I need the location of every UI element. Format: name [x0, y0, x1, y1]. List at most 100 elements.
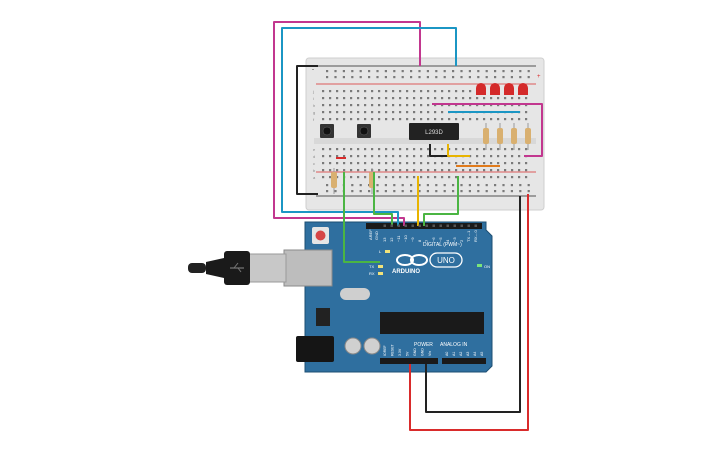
breadboard-hole[interactable] — [452, 190, 455, 193]
breadboard-hole[interactable] — [364, 111, 367, 114]
breadboard-hole[interactable] — [336, 104, 339, 107]
breadboard-hole[interactable] — [357, 162, 360, 165]
breadboard-hole[interactable] — [468, 70, 471, 73]
breadboard-hole[interactable] — [364, 148, 367, 151]
header-pin[interactable] — [446, 224, 450, 228]
led-1[interactable] — [476, 83, 486, 95]
breadboard-hole[interactable] — [357, 97, 360, 100]
breadboard-hole[interactable] — [406, 90, 409, 93]
breadboard-hole[interactable] — [518, 176, 521, 179]
breadboard-hole[interactable] — [399, 118, 402, 121]
breadboard-hole[interactable] — [527, 184, 530, 187]
breadboard-hole[interactable] — [504, 148, 507, 151]
breadboard-hole[interactable] — [413, 176, 416, 179]
breadboard-hole[interactable] — [343, 162, 346, 165]
breadboard-hole[interactable] — [371, 90, 374, 93]
breadboard-hole[interactable] — [525, 169, 528, 172]
header-pin[interactable] — [439, 224, 443, 228]
resistor-button-1[interactable] — [331, 168, 337, 194]
breadboard-hole[interactable] — [385, 97, 388, 100]
breadboard-hole[interactable] — [329, 148, 332, 151]
breadboard-hole[interactable] — [518, 155, 521, 158]
breadboard-hole[interactable] — [326, 76, 329, 79]
breadboard-hole[interactable] — [376, 76, 379, 79]
breadboard-hole[interactable] — [434, 148, 437, 151]
breadboard-hole[interactable] — [418, 184, 421, 187]
breadboard-hole[interactable] — [469, 90, 472, 93]
breadboard-hole[interactable] — [364, 104, 367, 107]
resistor-led-4[interactable] — [525, 123, 531, 150]
breadboard-hole[interactable] — [460, 70, 463, 73]
breadboard-hole[interactable] — [426, 70, 429, 73]
breadboard-hole[interactable] — [385, 118, 388, 121]
breadboard-hole[interactable] — [469, 155, 472, 158]
breadboard-hole[interactable] — [359, 76, 362, 79]
breadboard-hole[interactable] — [483, 148, 486, 151]
breadboard-hole[interactable] — [452, 76, 455, 79]
breadboard-hole[interactable] — [441, 97, 444, 100]
wire-magenta-outer[interactable] — [273, 21, 421, 226]
breadboard-hole[interactable] — [329, 90, 332, 93]
header-pin[interactable] — [383, 224, 387, 228]
breadboard-hole[interactable] — [460, 76, 463, 79]
breadboard-hole[interactable] — [497, 155, 500, 158]
breadboard-hole[interactable] — [342, 70, 345, 73]
breadboard-hole[interactable] — [406, 155, 409, 158]
breadboard-hole[interactable] — [401, 70, 404, 73]
led-4[interactable] — [518, 83, 528, 95]
breadboard-hole[interactable] — [393, 76, 396, 79]
breadboard-hole[interactable] — [434, 162, 437, 165]
breadboard-hole[interactable] — [410, 70, 413, 73]
breadboard-hole[interactable] — [343, 118, 346, 121]
breadboard-hole[interactable] — [378, 155, 381, 158]
breadboard-hole[interactable] — [490, 155, 493, 158]
header-pin[interactable] — [425, 224, 429, 228]
breadboard-hole[interactable] — [441, 176, 444, 179]
breadboard-hole[interactable] — [427, 169, 430, 172]
breadboard-hole[interactable] — [322, 169, 325, 172]
breadboard-hole[interactable] — [483, 169, 486, 172]
breadboard-hole[interactable] — [420, 169, 423, 172]
led-3[interactable] — [504, 83, 514, 95]
breadboard-hole[interactable] — [368, 70, 371, 73]
breadboard-hole[interactable] — [392, 104, 395, 107]
breadboard-hole[interactable] — [322, 111, 325, 114]
breadboard-hole[interactable] — [434, 169, 437, 172]
breadboard-hole[interactable] — [420, 162, 423, 165]
breadboard-hole[interactable] — [476, 148, 479, 151]
breadboard-hole[interactable] — [455, 162, 458, 165]
breadboard-hole[interactable] — [502, 184, 505, 187]
breadboard-hole[interactable] — [483, 118, 486, 121]
breadboard-hole[interactable] — [351, 190, 354, 193]
breadboard-hole[interactable] — [418, 190, 421, 193]
breadboard-hole[interactable] — [527, 76, 530, 79]
breadboard-hole[interactable] — [364, 118, 367, 121]
breadboard-hole[interactable] — [322, 155, 325, 158]
breadboard-hole[interactable] — [406, 162, 409, 165]
breadboard-hole[interactable] — [462, 90, 465, 93]
breadboard-hole[interactable] — [504, 118, 507, 121]
breadboard-hole[interactable] — [448, 169, 451, 172]
breadboard-hole[interactable] — [518, 162, 521, 165]
breadboard-hole[interactable] — [376, 190, 379, 193]
breadboard-hole[interactable] — [497, 104, 500, 107]
breadboard-hole[interactable] — [399, 176, 402, 179]
breadboard-hole[interactable] — [322, 97, 325, 100]
breadboard-hole[interactable] — [350, 111, 353, 114]
breadboard-hole[interactable] — [497, 148, 500, 151]
breadboard-hole[interactable] — [483, 155, 486, 158]
breadboard-hole[interactable] — [329, 104, 332, 107]
breadboard-hole[interactable] — [435, 190, 438, 193]
breadboard-hole[interactable] — [378, 169, 381, 172]
wire-magenta-right[interactable] — [432, 103, 543, 157]
breadboard-hole[interactable] — [511, 118, 514, 121]
breadboard-hole[interactable] — [476, 162, 479, 165]
breadboard-hole[interactable] — [452, 184, 455, 187]
header-pin[interactable] — [474, 224, 478, 228]
breadboard-hole[interactable] — [378, 97, 381, 100]
breadboard-hole[interactable] — [392, 97, 395, 100]
breadboard-hole[interactable] — [476, 104, 479, 107]
breadboard-hole[interactable] — [329, 169, 332, 172]
breadboard-hole[interactable] — [343, 148, 346, 151]
breadboard-hole[interactable] — [399, 111, 402, 114]
